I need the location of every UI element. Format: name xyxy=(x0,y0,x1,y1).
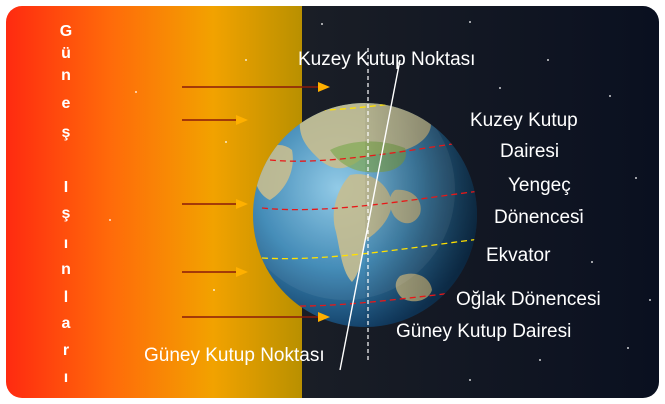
sun-ray xyxy=(182,312,330,322)
sun-rays-title-char: n xyxy=(61,261,71,278)
tropic-of-cancer-label-line2: Dönencesi xyxy=(494,207,584,228)
sun-rays-title-char: I xyxy=(63,179,69,196)
antarctic-circle-label: Güney Kutup Dairesi xyxy=(396,321,572,342)
sun-rays-title-char: a xyxy=(61,315,71,332)
sun-rays-title-char: ı xyxy=(63,235,69,252)
sun-rays-title-char: r xyxy=(62,342,70,359)
earth-axis xyxy=(339,59,401,371)
tropic-of-cancer-line xyxy=(269,139,477,162)
sunlight-band xyxy=(6,6,302,398)
sun-rays-title-char: l xyxy=(63,289,69,306)
tropic-of-capricorn-line xyxy=(261,237,477,260)
sun-rays-title-char: ş xyxy=(61,205,71,222)
sun-rays-title-char: e xyxy=(61,95,71,112)
sun-rays-title-char: ü xyxy=(61,45,71,62)
sun-ray xyxy=(182,267,248,277)
earth-globe xyxy=(253,48,477,371)
sun-ray xyxy=(182,199,248,209)
sun-rays-title-char: n xyxy=(61,67,71,84)
sun-ray xyxy=(182,115,248,125)
sun-rays-title-char: ı xyxy=(63,369,69,386)
tropic-of-capricorn-label: Oğlak Dönencesi xyxy=(456,289,601,310)
tropic-of-cancer-label-line1: Yengeç xyxy=(508,175,571,196)
sun-rays xyxy=(182,82,330,322)
sun-rays-title-char: ş xyxy=(61,124,71,141)
arctic-circle-label-line1: Kuzey Kutup xyxy=(470,110,578,131)
sun-ray xyxy=(182,82,330,92)
arctic-circle-label-line2: Dairesi xyxy=(500,141,560,162)
equator-label: Ekvator xyxy=(486,245,551,266)
equator-line xyxy=(261,189,477,211)
south-pole-label: Güney Kutup Noktası xyxy=(144,345,325,366)
north-pole-label: Kuzey Kutup Noktası xyxy=(298,49,476,70)
sun-rays-title-char: G xyxy=(59,23,73,40)
stars xyxy=(109,21,651,381)
